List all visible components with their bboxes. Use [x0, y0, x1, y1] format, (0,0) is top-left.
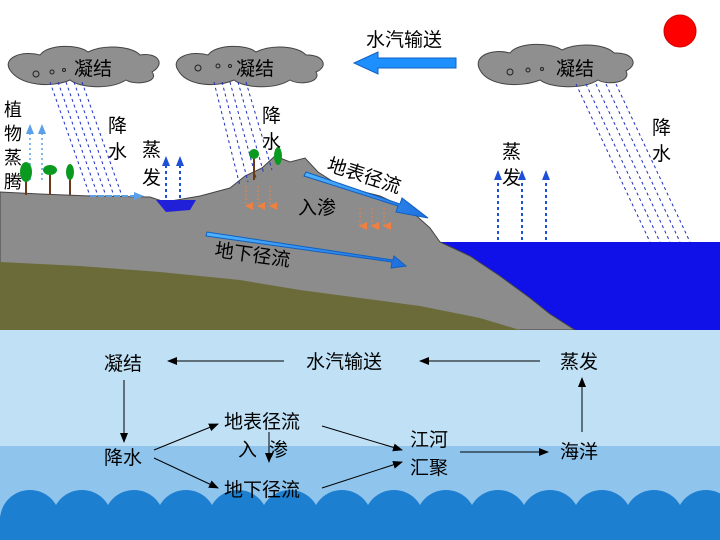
fc-evaporation: 蒸发 [560, 351, 598, 373]
vapor-transport-label: 水汽输送 [366, 29, 442, 51]
illustration: 凝结 凝结 凝结 水汽输送 植 物 蒸 腾 [0, 14, 720, 331]
infiltration-arrows-slope [359, 208, 391, 230]
transpiration-char-1: 植 [4, 100, 22, 121]
evap-sea-char-2: 发 [502, 167, 521, 189]
surface-runoff-arrow [303, 171, 429, 219]
rain-right [575, 83, 691, 243]
fc-condense: 凝结 [104, 353, 142, 375]
precip-left-char-1: 降 [108, 115, 127, 137]
cloud-left [7, 45, 160, 88]
rain-middle [213, 81, 273, 187]
trees [20, 147, 282, 195]
cloud-droplets [32, 63, 544, 78]
fc-groundwater: 地下径流 [224, 479, 300, 501]
condense-label-left: 凝结 [74, 58, 112, 80]
precip-mid-char-1: 降 [262, 105, 281, 127]
fc-infiltration: 入渗 [238, 439, 300, 461]
fc-precipitation: 降水 [104, 447, 142, 469]
flowchart-bg-upper [0, 330, 720, 446]
fc-surface-runoff: 地表径流 [224, 411, 300, 433]
transpiration-char-2: 物 [4, 124, 22, 145]
fc-river-line1: 江河 [410, 429, 448, 451]
flowchart-arrow-lines [120, 357, 586, 489]
evap-sea-char-1: 蒸 [502, 141, 521, 163]
wave-base [0, 516, 720, 540]
lake [156, 200, 196, 212]
sun-icon [663, 14, 697, 48]
flowchart: 凝结 水汽输送 蒸发 降水 地表径流 入渗 地下径流 江河 汇聚 海洋 [0, 330, 720, 540]
transpiration-char-4: 腾 [4, 172, 22, 193]
rain-left [49, 81, 123, 197]
infiltration-arrows-mountain [245, 186, 277, 210]
vapor-transport-arrow [352, 51, 457, 75]
waves [0, 490, 720, 540]
fc-river-line2: 汇聚 [410, 457, 448, 479]
groundwater-arrow [205, 231, 408, 269]
cloud-right [477, 43, 634, 88]
condense-label-middle: 凝结 [236, 58, 274, 80]
precip-mid-char-2: 水 [262, 131, 281, 153]
cloud-middle [175, 45, 324, 88]
evap-sea-arrows [494, 170, 550, 240]
evap-lake-char-2: 发 [142, 167, 161, 189]
precip-right-char-2: 水 [652, 143, 671, 165]
infiltration-label: 入渗 [298, 197, 336, 219]
transpiration-char-3: 蒸 [4, 148, 22, 169]
land-soil [0, 262, 520, 330]
fc-transport: 水汽输送 [306, 351, 382, 373]
fc-ocean: 海洋 [560, 441, 598, 463]
evap-lake-char-1: 蒸 [142, 139, 161, 161]
transpiration-arrows [26, 124, 46, 180]
evap-lake-arrows [162, 156, 184, 198]
condense-label-right: 凝结 [556, 58, 594, 80]
precip-left-char-2: 水 [108, 141, 127, 163]
precip-right-char-1: 降 [652, 117, 671, 139]
